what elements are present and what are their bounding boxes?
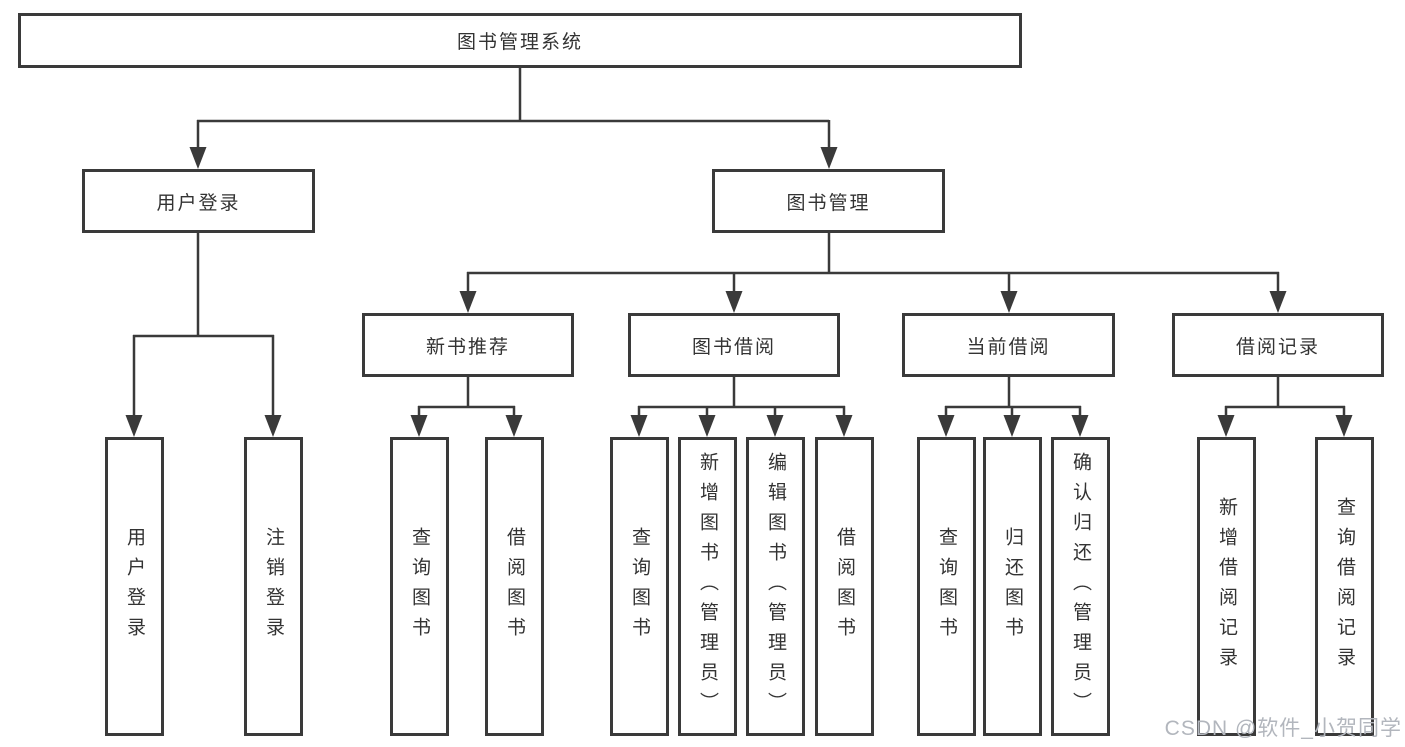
node-borrow-books-1: 借阅图书 [485, 437, 544, 736]
node-label: 用户登录 [124, 526, 145, 647]
node-label: 当前借阅 [966, 336, 1051, 358]
node-edit-book-admin: 编辑图书（管理员） [746, 437, 805, 736]
node-book-management: 图书管理 [712, 169, 945, 233]
node-label: 确认归还（管理员） [1070, 451, 1091, 722]
node-book-borrowing: 图书借阅 [628, 313, 840, 377]
node-user-login-leaf: 用户登录 [105, 437, 164, 736]
node-label: 图书借阅 [691, 336, 776, 358]
node-query-borrow-record: 查询借阅记录 [1315, 437, 1374, 736]
node-user-login-branch: 用户登录 [82, 169, 315, 233]
node-label: 注销登录 [263, 526, 284, 647]
node-label: 图书管理系统 [456, 32, 583, 53]
node-label: 图书管理 [786, 192, 871, 214]
node-label: 新增借阅记录 [1216, 496, 1237, 677]
node-query-books-3: 查询图书 [917, 437, 976, 736]
node-root-library-system: 图书管理系统 [18, 13, 1022, 68]
node-add-borrow-record: 新增借阅记录 [1197, 437, 1256, 736]
node-label: 编辑图书（管理员） [765, 451, 786, 722]
node-new-book-recommend: 新书推荐 [362, 313, 574, 377]
node-label: 借阅图书 [504, 526, 525, 647]
node-label: 归还图书 [1002, 526, 1023, 647]
node-label: 新增图书（管理员） [697, 451, 718, 722]
node-label: 查询图书 [409, 526, 430, 647]
node-confirm-return-admin: 确认归还（管理员） [1051, 437, 1110, 736]
node-logout: 注销登录 [244, 437, 303, 736]
node-add-book-admin: 新增图书（管理员） [678, 437, 737, 736]
node-borrow-books-2: 借阅图书 [815, 437, 874, 736]
node-label: 查询借阅记录 [1334, 496, 1355, 677]
node-current-borrowing: 当前借阅 [902, 313, 1115, 377]
node-label: 借阅图书 [834, 526, 855, 647]
node-label: 新书推荐 [425, 336, 510, 358]
node-label: 查询图书 [936, 526, 957, 647]
node-query-books-1: 查询图书 [390, 437, 449, 736]
node-borrowing-records: 借阅记录 [1172, 313, 1384, 377]
node-label: 借阅记录 [1235, 336, 1320, 358]
csdn-watermark: CSDN @软件_小贺同学 [1164, 717, 1402, 740]
node-label: 查询图书 [629, 526, 650, 647]
node-label: 用户登录 [156, 192, 241, 214]
node-return-book: 归还图书 [983, 437, 1042, 736]
node-query-books-2: 查询图书 [610, 437, 669, 736]
